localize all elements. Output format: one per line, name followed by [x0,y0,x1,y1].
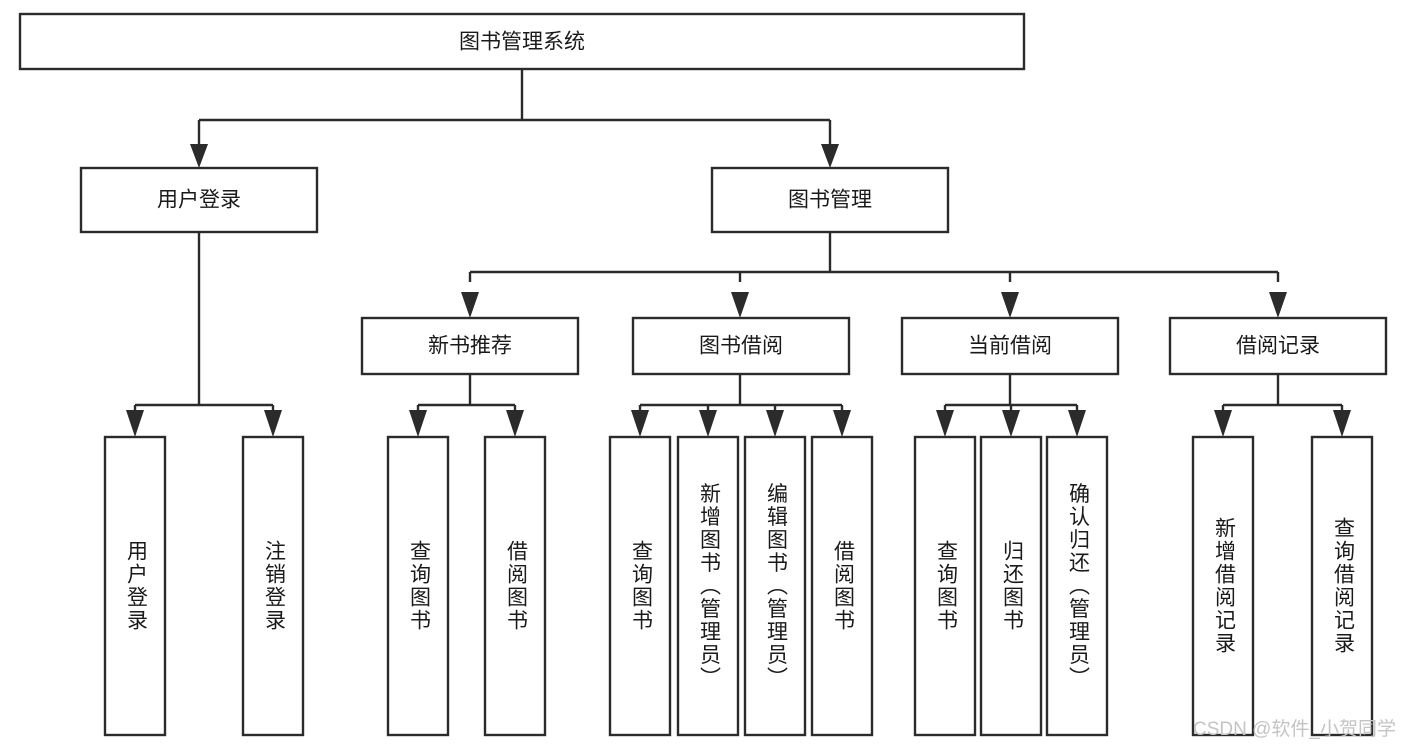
node-leaf-add-book-box[interactable] [676,435,740,737]
node-leaf-add-record-box[interactable] [1191,435,1255,737]
node-leaf-borrow-book-2-box[interactable] [810,435,874,737]
node-title-label: 图书管理系统 [459,31,585,54]
node-borrow-record-box[interactable] [1168,316,1388,376]
node-leaf-borrow-book-1[interactable]: 借阅图书 [483,435,547,737]
node-user-login-box[interactable] [79,166,319,234]
arrow-head-leaf-query-book-3 [936,410,954,437]
arrow-head-leaf-query-book-2 [631,410,649,437]
node-leaf-return-book-label: 归还图书 [1000,540,1024,632]
arrow-head-leaf-add-record [1214,410,1232,437]
node-new-book-recommend[interactable]: 新书推荐 [360,316,580,376]
node-new-book-recommend-box[interactable] [360,316,580,376]
watermark-label: CSDN @软件_小贺同学 [1193,718,1396,740]
node-leaf-query-book-3-label: 查询图书 [934,540,958,632]
arrow-head-current-borrow [1001,292,1019,318]
node-leaf-return-book[interactable]: 归还图书 [979,435,1043,737]
node-leaf-logout-box[interactable] [241,435,305,737]
node-current-borrow[interactable]: 当前借阅 [900,316,1120,376]
node-leaf-query-book-3[interactable]: 查询图书 [913,435,977,737]
node-book-borrow[interactable]: 图书借阅 [631,316,851,376]
node-leaf-add-record-label: 新增借阅记录 [1212,517,1236,655]
arrow-head-borrow-record [1269,292,1287,318]
node-borrow-record[interactable]: 借阅记录 [1168,316,1388,376]
node-leaf-query-book-1[interactable]: 查询图书 [386,435,450,737]
node-leaf-edit-book-label: 编辑图书（管理员） [764,483,788,690]
node-leaf-user-login-box[interactable] [103,435,167,737]
arrow-head-leaf-borrow-book-1 [506,410,524,437]
node-leaf-confirm-return[interactable]: 确认归还（管理员） [1045,435,1109,737]
node-book-management[interactable]: 图书管理 [710,166,950,234]
arrow-head-user-login [190,144,208,168]
arrow-head-leaf-query-book-1 [409,410,427,437]
arrow-head-leaf-confirm-return [1068,410,1086,437]
node-leaf-query-book-2-label: 查询图书 [629,540,653,632]
node-leaf-confirm-return-box[interactable] [1045,435,1109,737]
arrow-head-leaf-add-book [699,410,717,437]
node-leaf-user-login[interactable]: 用户登录 [103,435,167,737]
node-leaf-edit-book[interactable]: 编辑图书（管理员） [743,435,807,737]
node-leaf-add-record[interactable]: 新增借阅记录 [1191,435,1255,737]
node-leaf-edit-book-box[interactable] [743,435,807,737]
node-title[interactable]: 图书管理系统 [18,12,1026,71]
arrow-head-new-book-recommend [461,292,479,318]
node-leaf-logout-label: 注销登录 [262,540,286,632]
node-title-box[interactable] [18,12,1026,71]
node-leaf-borrow-book-2[interactable]: 借阅图书 [810,435,874,737]
connector-layer [126,69,1351,437]
node-leaf-query-record[interactable]: 查询借阅记录 [1310,435,1374,737]
node-leaf-borrow-book-2-label: 借阅图书 [831,540,855,632]
arrow-head-leaf-user-login [126,410,144,437]
node-book-borrow-box[interactable] [631,316,851,376]
node-leaf-return-book-box[interactable] [979,435,1043,737]
node-leaf-logout[interactable]: 注销登录 [241,435,305,737]
node-current-borrow-label: 当前借阅 [968,335,1052,358]
node-book-borrow-label: 图书借阅 [699,335,783,358]
node-leaf-query-record-box[interactable] [1310,435,1374,737]
arrow-head-book-management [821,144,839,168]
arrow-head-leaf-return-book [1002,410,1020,437]
node-leaf-query-book-2-box[interactable] [608,435,672,737]
arrow-head-leaf-borrow-book-2 [833,410,851,437]
arrow-head-book-borrow [731,292,749,318]
node-leaf-query-record-label: 查询借阅记录 [1331,517,1355,655]
node-user-login[interactable]: 用户登录 [79,166,319,234]
arrow-head-leaf-logout [264,410,282,437]
node-user-login-label: 用户登录 [157,189,241,212]
arrow-head-leaf-query-record [1333,410,1351,437]
node-new-book-recommend-label: 新书推荐 [428,335,512,358]
node-book-management-label: 图书管理 [788,189,872,212]
node-leaf-confirm-return-label: 确认归还（管理员） [1066,483,1090,690]
node-leaf-user-login-label: 用户登录 [124,540,148,632]
node-leaf-borrow-book-1-box[interactable] [483,435,547,737]
node-leaf-query-book-1-label: 查询图书 [407,540,431,632]
node-book-management-box[interactable] [710,166,950,234]
node-leaf-borrow-book-1-label: 借阅图书 [504,540,528,632]
arrow-head-leaf-edit-book [766,410,784,437]
node-leaf-query-book-1-box[interactable] [386,435,450,737]
node-leaf-add-book-label: 新增图书（管理员） [697,483,721,690]
node-leaf-query-book-3-box[interactable] [913,435,977,737]
node-current-borrow-box[interactable] [900,316,1120,376]
node-borrow-record-label: 借阅记录 [1236,335,1320,358]
node-leaf-query-book-2[interactable]: 查询图书 [608,435,672,737]
node-leaf-add-book[interactable]: 新增图书（管理员） [676,435,740,737]
